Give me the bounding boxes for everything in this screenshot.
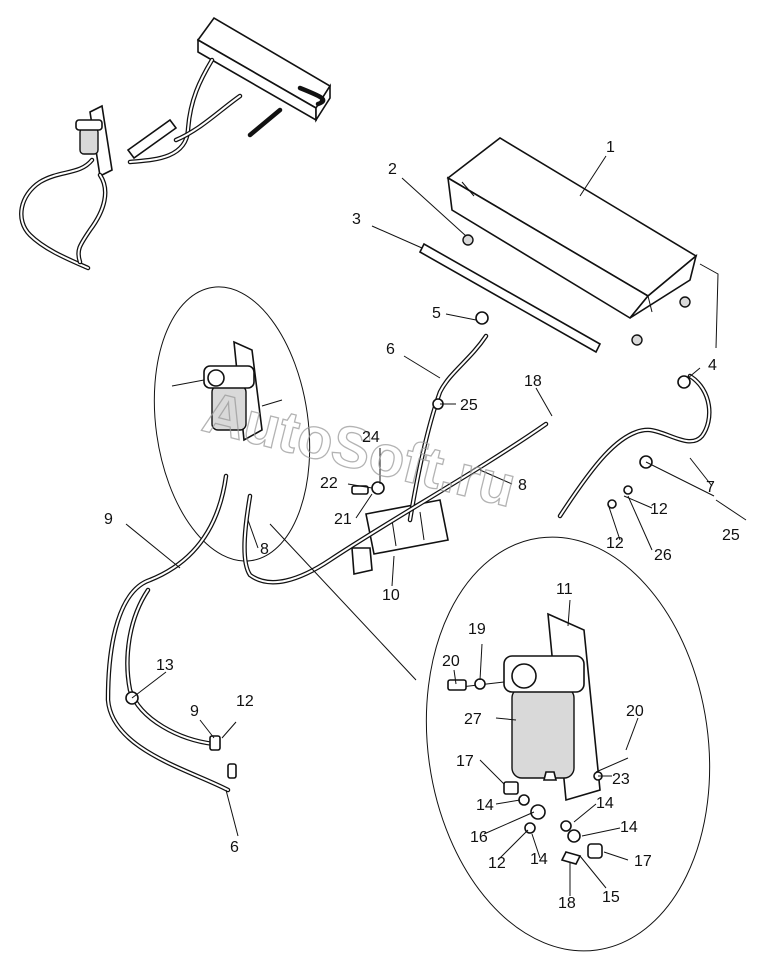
callout-22: 22	[320, 475, 338, 492]
callout-19: 19	[468, 621, 486, 638]
callout-25a: 25	[460, 397, 478, 414]
fuel-filter-large	[451, 612, 629, 802]
callout-4: 4	[708, 357, 717, 374]
callout-8b: 8	[260, 541, 269, 558]
hose-part-9	[105, 473, 231, 793]
callout-labels: 1 2 3 5 4 6 18 25 24 22 8 7 21 12 25 12 …	[104, 139, 740, 912]
callout-12b: 12	[606, 535, 624, 552]
callout-10: 10	[382, 587, 400, 604]
overview-assembly	[19, 16, 332, 271]
callout-24: 24	[362, 429, 380, 446]
bracket-part-10	[351, 499, 449, 575]
radiator-part-1	[446, 137, 698, 346]
callout-18a: 18	[524, 373, 542, 390]
callout-23: 23	[612, 771, 630, 788]
hose-part-8	[242, 421, 549, 585]
callout-16: 16	[470, 829, 488, 846]
callout-11: 11	[556, 581, 573, 598]
callout-12c: 12	[236, 693, 254, 710]
callout-13: 13	[156, 657, 174, 674]
detail-ellipse-left	[153, 286, 311, 562]
callout-2: 2	[388, 161, 397, 178]
callout-9a: 9	[104, 511, 113, 528]
fuel-filter-small	[171, 340, 283, 442]
callout-15: 15	[602, 889, 620, 906]
callout-20a: 20	[442, 653, 460, 670]
callout-14b: 14	[596, 795, 614, 812]
hose-part-7	[557, 373, 712, 519]
callout-8a: 8	[518, 477, 527, 494]
leader-lines	[125, 155, 747, 896]
callout-17b: 17	[634, 853, 652, 870]
callout-12d: 12	[488, 855, 506, 872]
callout-20b: 20	[626, 703, 644, 720]
callout-17a: 17	[456, 753, 474, 770]
callout-25b: 25	[722, 527, 740, 544]
callout-7: 7	[706, 479, 715, 496]
callout-27: 27	[464, 711, 482, 728]
callout-21: 21	[334, 511, 352, 528]
callout-12a: 12	[650, 501, 668, 518]
fittings-right	[447, 678, 603, 865]
hose-part-6	[407, 333, 489, 523]
callout-14d: 14	[530, 851, 548, 868]
callout-26: 26	[654, 547, 672, 564]
callout-3: 3	[352, 211, 361, 228]
callout-1: 1	[606, 139, 615, 156]
callout-9b: 9	[190, 703, 199, 720]
callout-14a: 14	[476, 797, 494, 814]
callout-18b: 18	[558, 895, 576, 912]
callout-5: 5	[432, 305, 441, 322]
callout-6b: 6	[230, 839, 239, 856]
bar-part-3	[418, 242, 602, 354]
small-fittings-left	[125, 311, 691, 779]
callout-6a: 6	[386, 341, 395, 358]
callout-14c: 14	[620, 819, 638, 836]
detail-ellipse-right	[425, 536, 711, 952]
